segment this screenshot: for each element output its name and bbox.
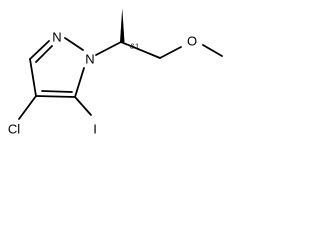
bond-c4-c5 [35, 95, 76, 98]
bond-c3-c4 [29, 58, 37, 97]
chemical-structure-diagram: N N O Cl I &1 [8, 8, 223, 137]
atom-label-cl: Cl [8, 122, 20, 137]
atom-label-n1: N [85, 52, 94, 67]
atom-label-n2: N [52, 30, 61, 45]
bond-n2-c3-double [35, 45, 53, 63]
bond-chiral-c-ch2 [120, 41, 161, 59]
stereo-annotation: &1 [130, 42, 139, 51]
bond-c5-n1 [74, 67, 85, 98]
bond-c4-cl [18, 95, 37, 120]
atom-label-o: O [187, 34, 197, 49]
bond-o-ch3 [202, 44, 223, 57]
bond-c5-i [74, 96, 92, 116]
bond-n2-n1 [64, 37, 84, 51]
atom-label-i: I [93, 122, 97, 137]
bond-ch2-o [159, 46, 182, 59]
bond-n1-chiral-c [95, 41, 122, 56]
bond-c4-c5-double [41, 90, 73, 93]
bond-n2-c3 [29, 40, 50, 60]
wedge-bond-methyl [120, 8, 125, 42]
